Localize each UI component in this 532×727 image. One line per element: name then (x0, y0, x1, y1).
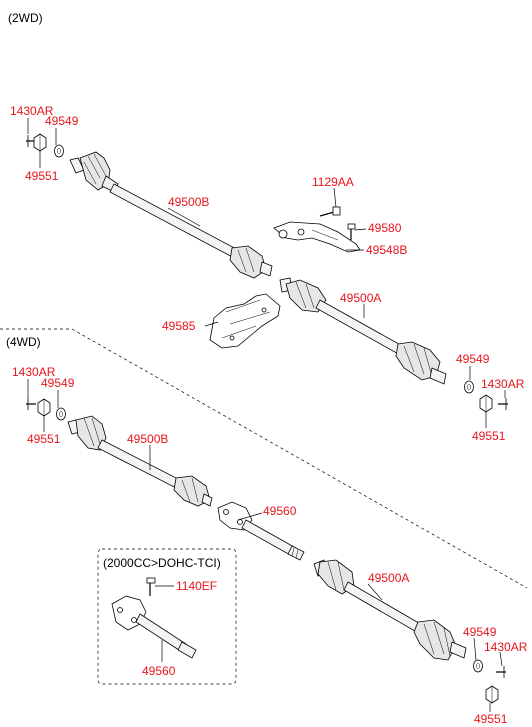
section-divider (0, 328, 528, 589)
washer-4wd-right (473, 659, 483, 673)
label-49500b-4wd: 49500B (127, 432, 168, 446)
label-49500b-2wd: 49500B (168, 195, 209, 209)
label-49580: 49580 (368, 221, 402, 235)
label-1430ar-4wd-left: 1430AR (12, 365, 56, 379)
washer-4wd-left (56, 407, 66, 421)
drive-shaft-49500b-2wd (69, 151, 273, 279)
label-49500a-2wd: 49500A (340, 291, 381, 305)
label-49551-2wd-left: 49551 (25, 169, 59, 183)
drive-shaft-49500a-2wd (279, 277, 447, 385)
bolt-1129aa (319, 206, 341, 217)
cotter-pin-4wd-right (496, 666, 506, 678)
label-49549-2wd-right: 49549 (456, 352, 490, 366)
section-4wd-title: (4WD) (6, 335, 41, 349)
label-49560-option: 49560 (142, 664, 176, 678)
washer-2wd-right (464, 380, 474, 394)
hub-nut-2wd-left (33, 133, 47, 152)
label-1129aa: 1129AA (312, 175, 354, 189)
bolt-49580 (347, 223, 356, 240)
washer-2wd-left (54, 144, 64, 158)
label-1430ar-4wd-right: 1430AR (484, 640, 528, 654)
label-49549-4wd-right: 49549 (463, 625, 497, 639)
label-1140ef: 1140EF (176, 579, 217, 593)
label-1430ar-2wd-right: 1430AR (481, 377, 525, 391)
intermediate-shaft-49560-option (111, 595, 197, 659)
hub-nut-4wd-right (485, 685, 499, 704)
label-49548b: 49548B (366, 243, 407, 257)
leader-lines (27, 118, 506, 712)
drive-shaft-49500a-4wd (313, 559, 467, 661)
label-49551-4wd-right: 49551 (474, 712, 508, 726)
hub-nut-2wd-right (479, 394, 493, 413)
label-1430ar-2wd-left: 1430AR (10, 104, 54, 118)
cotter-pin-2wd-right (498, 398, 508, 410)
label-49551-4wd-left: 49551 (27, 432, 61, 446)
hub-nut-4wd-left (37, 398, 51, 417)
label-49500a-4wd: 49500A (368, 571, 409, 585)
label-49549-4wd-left: 49549 (41, 376, 75, 390)
label-49549-2wd-left: 49549 (45, 114, 79, 128)
option-box-title: (2000CC>DOHC-TCI) (103, 556, 221, 570)
bearing-bracket-49548b (273, 221, 361, 253)
label-49585: 49585 (162, 319, 196, 333)
option-box (97, 548, 237, 685)
label-49560-4wd: 49560 (263, 504, 297, 518)
bolt-1140ef (146, 577, 156, 596)
heat-shield-49585 (209, 293, 281, 349)
section-2wd-title: (2WD) (8, 11, 43, 25)
cotter-pin-4wd-left (26, 398, 36, 410)
intermediate-shaft-49560 (217, 501, 305, 561)
drive-shaft-49500b-4wd (67, 415, 213, 507)
label-49551-2wd-right: 49551 (472, 429, 506, 443)
